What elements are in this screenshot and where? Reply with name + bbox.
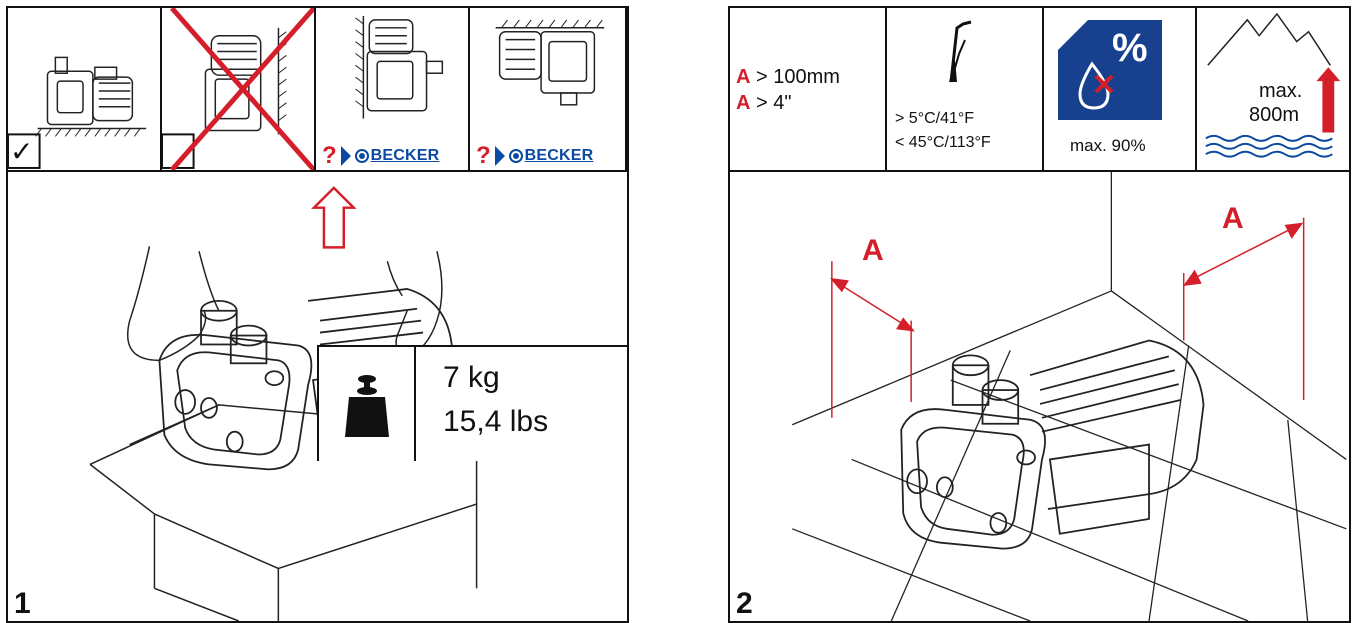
clearance-illustration: A A 2 [730, 172, 1349, 621]
weight-info: 7 kg 15,4 lbs [317, 345, 627, 461]
mountain-icon [1205, 12, 1341, 158]
humidity-max-label: max. 90% [1070, 136, 1146, 155]
becker-logo-icon [354, 149, 369, 163]
question-mark-icon: ? [476, 142, 491, 169]
clearance-letter: A [736, 92, 751, 114]
temperature-min: > 5°C/41°F [895, 110, 975, 127]
altitude-cell: max. 800m [1197, 8, 1349, 172]
orientation-cell-ceiling: ? BECKER [470, 8, 627, 172]
lift-up-arrow-icon [311, 186, 357, 249]
becker-logo-icon [508, 149, 523, 163]
weight-icon [345, 375, 389, 437]
panel-number: 2 [736, 587, 753, 620]
panel-number: 1 [14, 587, 31, 620]
clearance-cell: A > 100mm A > 4" [730, 8, 887, 172]
temperature-cell: > 5°C/41°F < 45°C/113°F [887, 8, 1044, 172]
clearance-letter: A [736, 66, 751, 88]
humidity-drop-icon: % [1058, 20, 1162, 120]
pump-vertical-crossed-icon [162, 8, 314, 170]
weight-metric: 7 kg [443, 361, 500, 394]
becker-brand-label: BECKER [370, 147, 440, 164]
pump-in-box-lifting-illustration [89, 186, 527, 621]
arrow-right-icon [340, 146, 351, 166]
clearance-imperial: > 4" [756, 92, 792, 114]
humidity-percent-symbol: % [1112, 26, 1148, 70]
pump-horizontal-floor-icon [8, 56, 147, 169]
ok-check-icon: ✓ [10, 136, 34, 167]
humidity-cell: % max. 90% [1044, 8, 1197, 172]
pump-in-corner-illustration [791, 172, 1347, 621]
pump-wall-mounted-icon [355, 15, 444, 119]
ceiling-mount-consult-becker: ? BECKER [476, 142, 594, 169]
dimension-label-right: A [1222, 202, 1244, 235]
becker-brand-label: BECKER [524, 147, 594, 164]
orientation-cell-floor: ✓ [8, 8, 162, 172]
temperature-max: < 45°C/113°F [895, 134, 991, 151]
dimension-label-left: A [862, 234, 884, 267]
altitude-value: 800m [1249, 104, 1300, 126]
wall-mount-consult-becker: ? BECKER [322, 142, 440, 169]
installation-panel-1: ✓ [6, 6, 629, 623]
orientation-cell-wall: ? BECKER [316, 8, 470, 172]
arrow-right-icon [494, 146, 505, 166]
clearance-metric: > 100mm [756, 66, 840, 88]
lifting-illustration: 1 [8, 172, 627, 621]
orientation-cell-forbidden [162, 8, 316, 172]
thermometer-icon [949, 20, 972, 83]
altitude-max-label: max. [1259, 80, 1303, 102]
installation-panel-2: A > 100mm A > 4" > 5°C/41°F < 45°C/113°F… [728, 6, 1351, 623]
question-mark-icon: ? [322, 142, 337, 169]
pump-ceiling-mounted-icon [495, 19, 605, 106]
weight-imperial: 15,4 lbs [443, 405, 549, 438]
